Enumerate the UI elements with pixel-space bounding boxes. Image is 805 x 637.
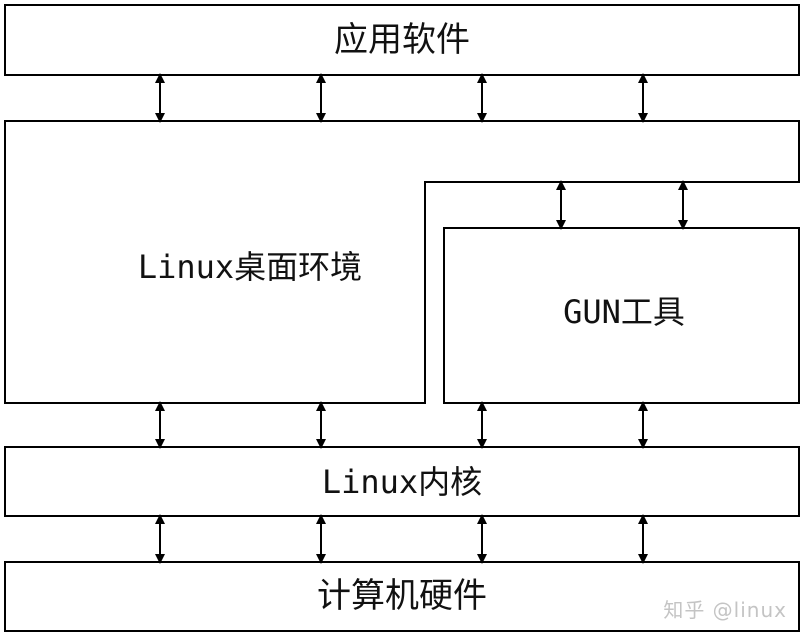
app-software-box <box>4 4 800 76</box>
kernel-box <box>4 446 800 517</box>
arrows-app-to-middle <box>155 73 648 123</box>
gnu-tools-label: GUN工具 <box>563 293 685 331</box>
watermark: 知乎 @linux <box>663 598 787 622</box>
arrows-middle-to-kernel <box>155 401 648 449</box>
gnu-tools-box <box>443 227 800 404</box>
hardware-box <box>4 561 800 632</box>
kernel-label: Linux内核 <box>322 463 482 501</box>
desktop-env-label: Linux桌面环境 <box>138 248 362 286</box>
arrows-kernel-to-hardware <box>155 514 648 564</box>
hardware-label: 计算机硬件 <box>317 576 487 616</box>
desktop-env-box <box>4 120 800 404</box>
app-software-label: 应用软件 <box>334 20 470 60</box>
arrows-desktop-to-tools <box>556 180 688 230</box>
